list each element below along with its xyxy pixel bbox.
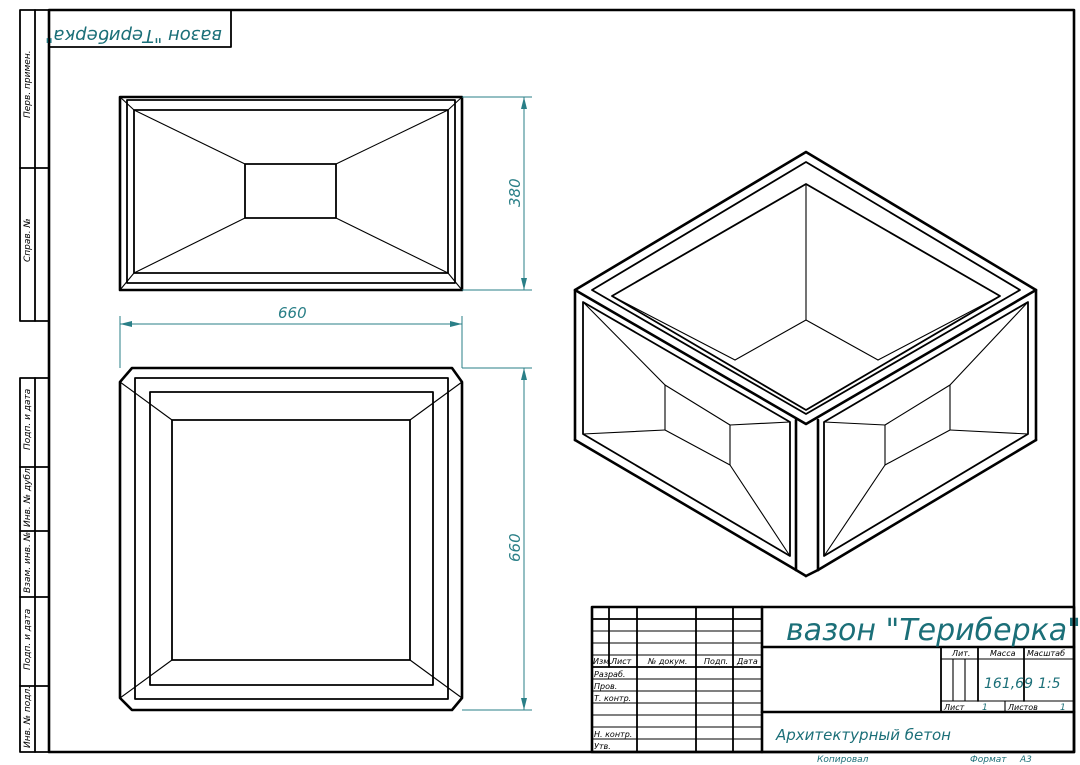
left-stamp-strip: Перв. примен. Справ. № Подп. и дата Инв.… xyxy=(19,9,50,753)
tb-list: Лист xyxy=(610,657,632,666)
mirrored-title: вазон "Териберка" xyxy=(45,25,222,46)
tb-scale-value: 1:5 xyxy=(1038,676,1061,692)
mirrored-title-box: вазон "Териберка" xyxy=(45,9,232,48)
tb-sheet-value: 1 xyxy=(982,703,988,713)
stamp-podp2: Подп. и дата xyxy=(23,609,33,670)
front-view xyxy=(118,366,464,712)
tb-scale-label: Масштаб xyxy=(1027,649,1065,658)
footer-copied: Копировал xyxy=(817,755,869,765)
top-view xyxy=(118,95,464,292)
tb-sign: Подп. xyxy=(704,657,728,666)
dimension-660-vertical: 660 xyxy=(462,367,532,711)
dim-380-label: 380 xyxy=(506,178,524,207)
stamp-podp1: Подп. и дата xyxy=(23,389,33,450)
title-block: Изм. Лист № докум. Подп. Дата Разраб. Пр… xyxy=(590,605,1080,754)
tb-lit-label: Лит. xyxy=(951,649,970,658)
tb-izm: Изм. xyxy=(593,657,612,666)
tb-mass-label: Масса xyxy=(990,649,1016,658)
dimension-380: 380 xyxy=(462,96,532,291)
tb-role-tkontr: Т. контр. xyxy=(594,694,631,703)
stamp-sprav: Справ. № xyxy=(23,218,33,262)
tb-material: Архитектурный бетон xyxy=(775,726,951,744)
isometric-view xyxy=(573,150,1038,578)
tb-role-razrab: Разраб. xyxy=(594,670,625,679)
tb-mass-value: 161,69 xyxy=(984,676,1033,692)
stamp-perv: Перв. примен. xyxy=(23,50,33,118)
dim-660-h-label: 660 xyxy=(278,304,307,322)
tb-doc: № докум. xyxy=(647,657,687,666)
dim-660-v-label: 660 xyxy=(506,533,524,562)
tb-sheet-label: Лист xyxy=(943,703,965,712)
dimension-660-horizontal: 660 xyxy=(119,304,463,368)
stamp-inv-podl: Инв. № подл. xyxy=(23,686,33,748)
tb-date: Дата xyxy=(736,657,758,666)
tb-sheets-label: Листов xyxy=(1007,703,1038,712)
footer-format-label: Формат xyxy=(970,755,1007,765)
tb-role-nkontr: Н. контр. xyxy=(594,730,632,739)
tb-product-name: вазон "Териберка" xyxy=(786,613,1080,648)
footer-format-value: А3 xyxy=(1019,755,1032,765)
tb-role-prov: Пров. xyxy=(594,682,617,691)
stamp-vzam: Взам. инв. № xyxy=(23,532,33,593)
tb-sheets-value: 1 xyxy=(1060,703,1066,713)
stamp-inv-dubl: Инв. № дубл. xyxy=(23,465,33,527)
tb-role-utv: Утв. xyxy=(594,742,611,751)
